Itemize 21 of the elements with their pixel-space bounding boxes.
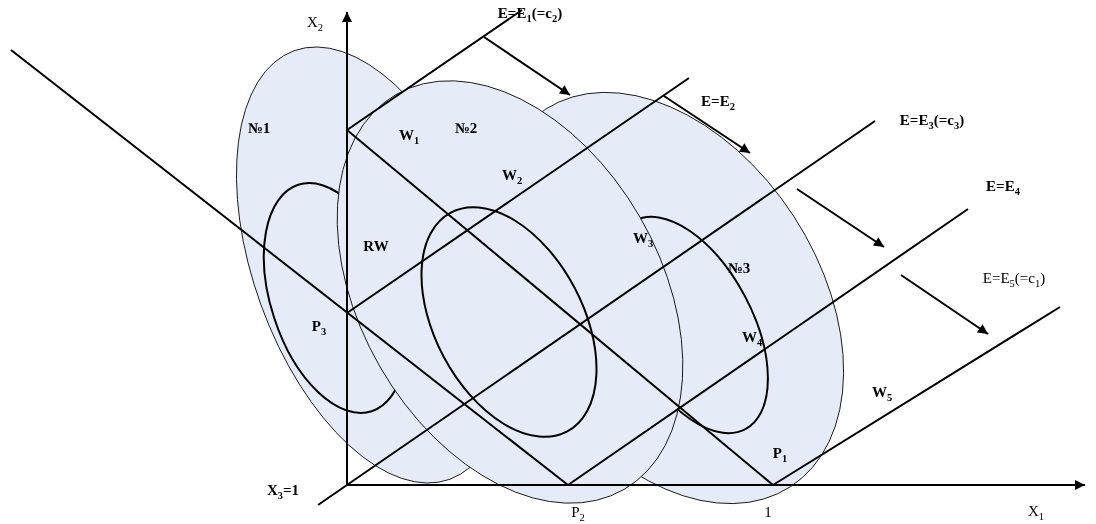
region-label: №2 (454, 120, 478, 136)
level-label: E=E$_{2}$ (701, 93, 735, 113)
point-label: P$_{3}$ (311, 318, 327, 338)
tick-label: 1 (764, 504, 772, 520)
level-label: E=E$_{4}$ (986, 178, 1020, 198)
level-label: E=E$_{3}$(=c$_{3}$) (899, 112, 965, 132)
level-label: E=E$_{5}$(=c$_{1}$) (982, 270, 1046, 290)
axis-label: X$_{2}$ (306, 14, 324, 34)
point-label: W$_{3}$ (632, 230, 654, 250)
point-label: P$_{1}$ (772, 445, 788, 465)
level-label: E=E$_{1}$(=c$_{2}$) (497, 5, 563, 25)
region-label: №3 (727, 260, 751, 276)
point-label: W$_{1}$ (398, 127, 420, 147)
axis-label: X$_{1}$ (1027, 503, 1045, 523)
region-label: №1 (247, 120, 271, 136)
point-label: P$_{2}$ (571, 504, 585, 524)
point-label: W$_{5}$ (871, 384, 893, 404)
point-label: W$_{2}$ (501, 167, 523, 187)
point-label: RW (363, 238, 389, 254)
point-label: W$_{4}$ (741, 329, 763, 349)
axis-label: X$_{3}$=1 (266, 482, 300, 502)
